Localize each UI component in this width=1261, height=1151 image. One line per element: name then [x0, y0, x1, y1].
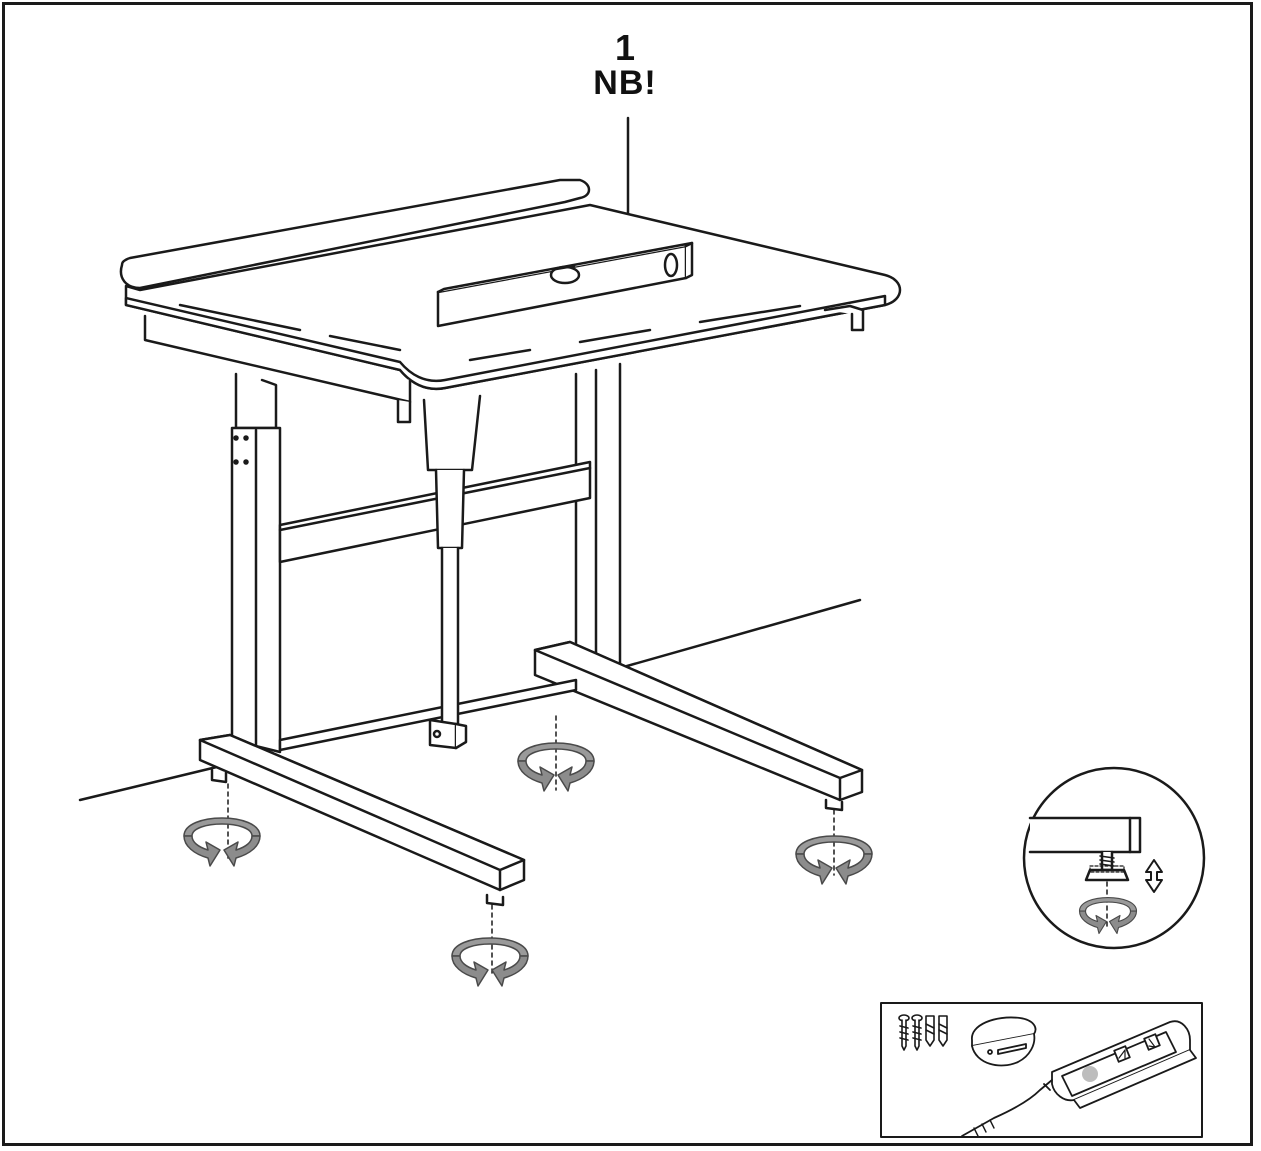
wall-floor-lines: [78, 598, 862, 802]
right-leg: [533, 362, 864, 812]
up-down-arrow-icon: [1145, 859, 1163, 893]
spirit-level: [436, 241, 694, 328]
step-1-note: NB!: [593, 64, 657, 102]
hardware-kit: [880, 1002, 1203, 1138]
step-1-number: 1: [614, 27, 636, 68]
adjustment-detail: [1022, 766, 1206, 950]
cross-bars: [278, 460, 592, 752]
left-leg: [198, 372, 526, 907]
actuator: [422, 394, 482, 750]
cover-plate-icon: [971, 1016, 1037, 1067]
screws-and-plugs-icon: [898, 1014, 948, 1051]
control-panel-icon: [961, 1020, 1197, 1137]
